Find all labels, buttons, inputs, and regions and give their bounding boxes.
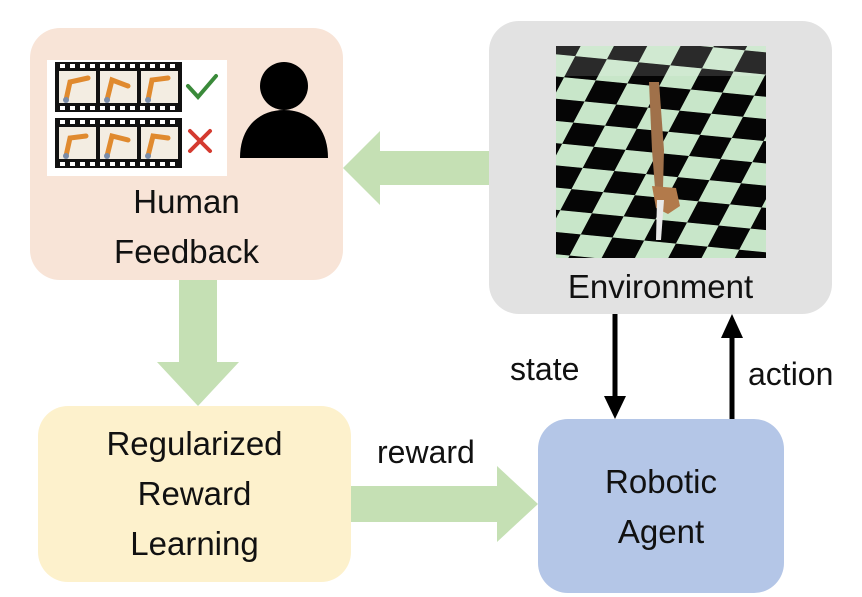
action-edge-label: action	[748, 356, 834, 392]
feedback-to-reward-arrow	[157, 280, 239, 406]
reward-learning-box	[38, 406, 351, 582]
check-icon	[186, 74, 218, 101]
human-feedback-line2: Feedback	[114, 233, 259, 270]
robotic-agent-line2: Agent	[617, 513, 705, 550]
cross-icon	[188, 129, 212, 153]
robotic-agent-box	[538, 419, 784, 593]
reward-edge-label: reward	[377, 434, 475, 470]
environment-label: Environment	[489, 262, 832, 312]
env-to-feedback-arrow	[343, 131, 489, 205]
state-arrow	[604, 314, 626, 419]
reward-learning-label: Regularized Reward Learning	[38, 419, 351, 569]
robotic-agent-label: Robotic Agent	[538, 457, 784, 557]
human-feedback-label: Human Feedback	[30, 177, 343, 277]
environment-image	[556, 46, 766, 258]
reward-learning-line2: Reward	[137, 475, 252, 512]
environment-label-text: Environment	[567, 268, 754, 305]
trajectory-film-strips	[47, 60, 227, 176]
human-feedback-line1: Human	[133, 183, 240, 220]
reward-arrow	[351, 466, 538, 542]
robotic-agent-line1: Robotic	[605, 463, 717, 500]
person-icon	[240, 62, 328, 158]
state-edge-label: state	[510, 351, 580, 387]
reward-learning-line1: Regularized	[106, 425, 283, 462]
action-arrow	[721, 314, 743, 419]
reward-learning-line3: Learning	[130, 525, 259, 562]
